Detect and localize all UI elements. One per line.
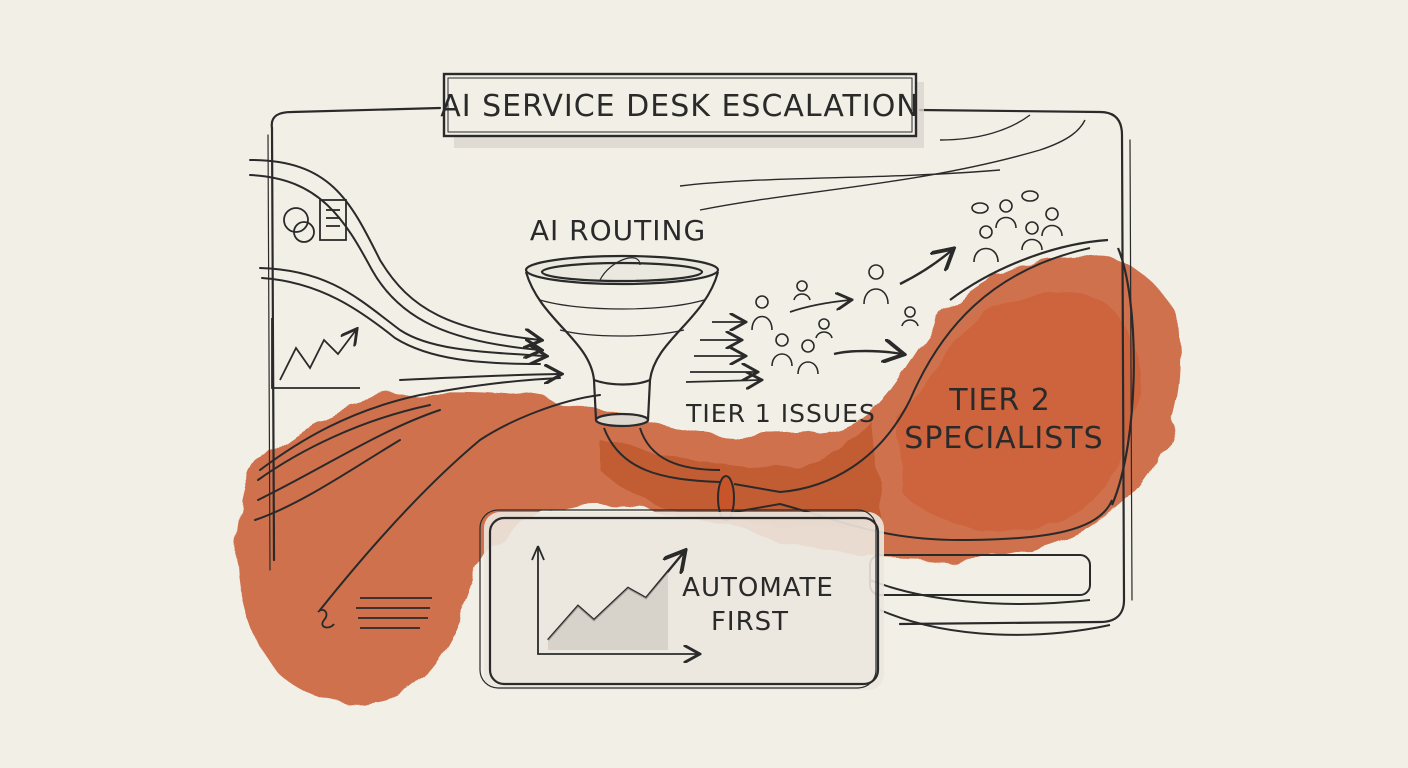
outer-frame [267, 106, 1133, 626]
growth-chart-icon [531, 545, 698, 654]
document-icon [283, 199, 347, 243]
ai-routing-label: AI ROUTING [530, 214, 706, 247]
tier2-team-icon [971, 190, 1063, 263]
decorative-swoosh [679, 114, 1086, 211]
notes-icon [317, 597, 432, 629]
tier1-team-icon [751, 264, 919, 375]
tier1-label: TIER 1 ISSUES [685, 399, 876, 428]
tier2-label-line2: SPECIALISTS [904, 421, 1103, 456]
page-title: AI SERVICE DESK ESCALATION [440, 89, 920, 124]
tier2-label-line1: TIER 2 [948, 383, 1051, 418]
tier1-arrows [685, 250, 952, 382]
watercolor-wash [237, 254, 1181, 704]
title-box [442, 72, 924, 148]
input-flow-lines [249, 159, 601, 611]
automate-label-line1: AUTOMATE [682, 573, 834, 603]
funnel-icon [524, 254, 720, 428]
tier2-container [949, 238, 1135, 506]
mini-chart-icon [271, 318, 360, 389]
automate-label-line2: FIRST [711, 607, 789, 637]
